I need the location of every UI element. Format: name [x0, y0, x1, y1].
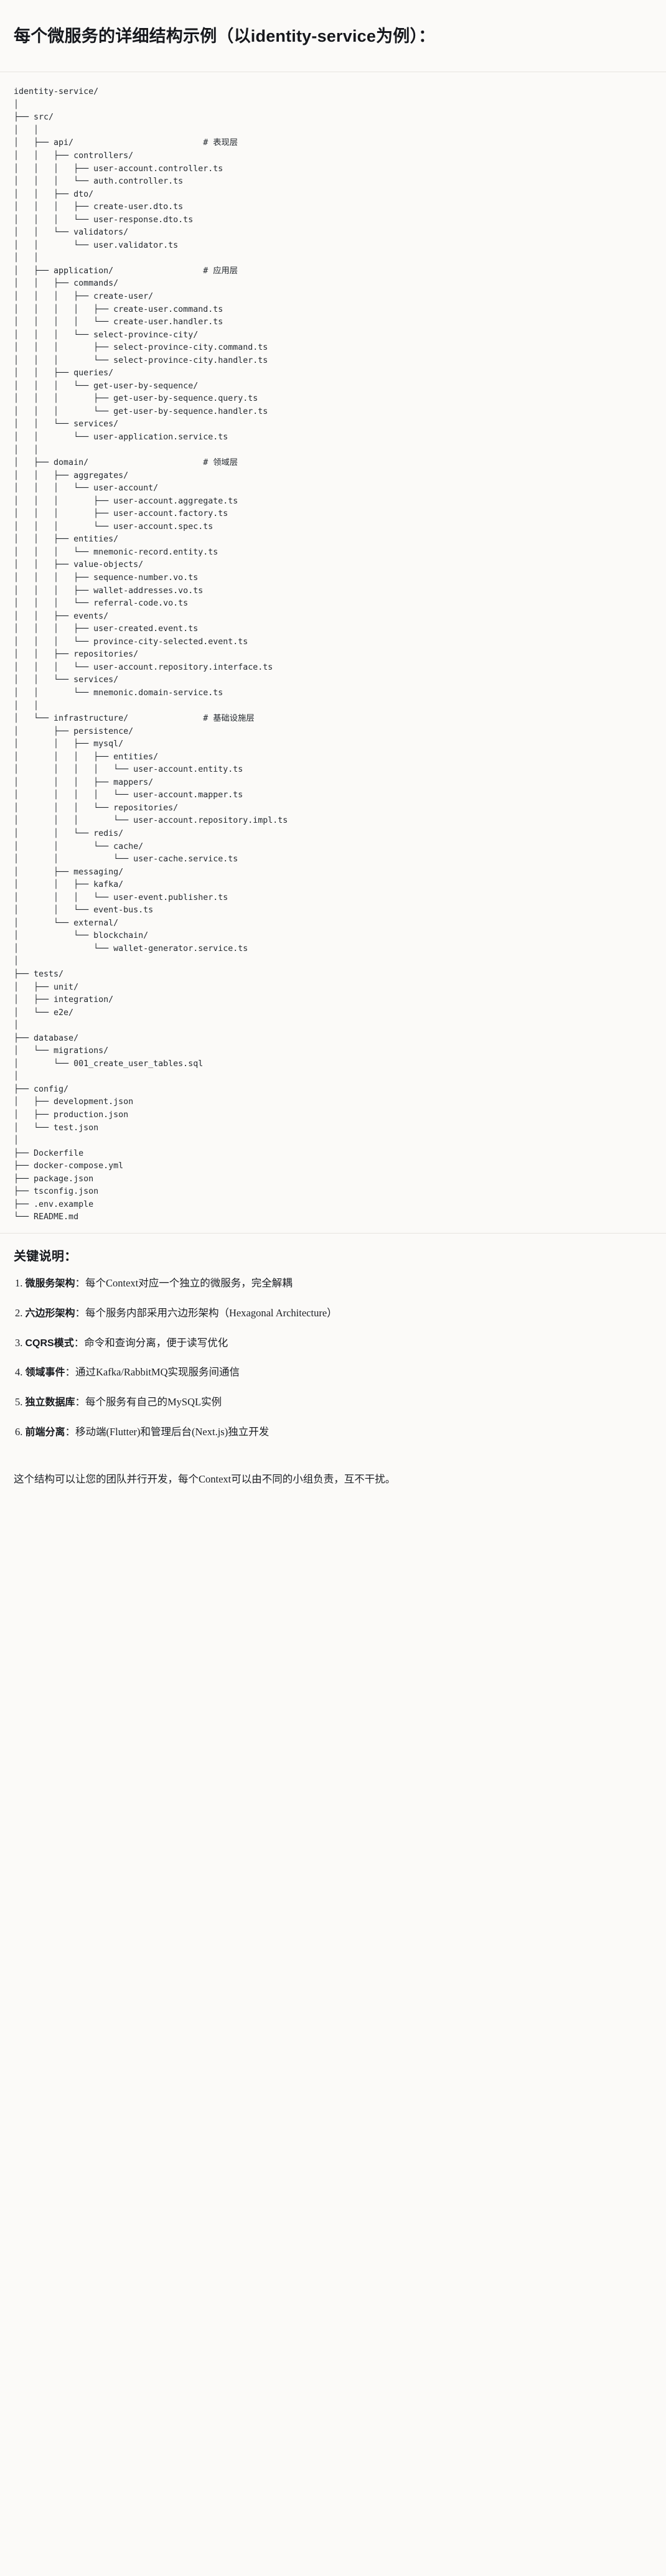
note-separator: ： [75, 1306, 86, 1319]
note-term: 领域事件 [25, 1367, 65, 1379]
note-description: 每个服务内部采用六边形架构（Hexagonal Architecture） [85, 1306, 337, 1319]
note-separator: ： [65, 1425, 76, 1438]
note-separator: ： [65, 1366, 76, 1379]
note-separator: ： [75, 1276, 86, 1289]
key-notes-list: 微服务架构：每个Context对应一个独立的微服务，完全解耦 六边形架构：每个服… [14, 1275, 652, 1441]
list-item: 独立数据库：每个服务有自己的MySQL实例 [15, 1394, 652, 1411]
notes-divider [0, 1232, 666, 1234]
directory-tree-block: identity-service/ │ ├── src/ │ │ │ ├── a… [0, 72, 666, 1233]
note-term: 六边形架构 [25, 1308, 75, 1319]
closing-paragraph: 这个结构可以让您的团队并行开发，每个Context可以由不同的小组负责，互不干扰… [14, 1473, 396, 1486]
list-item: 前端分离：移动端(Flutter)和管理后台(Next.js)独立开发 [15, 1424, 652, 1441]
list-item: CQRS模式：命令和查询分离，便于读写优化 [15, 1335, 652, 1352]
note-description: 移动端(Flutter)和管理后台(Next.js)独立开发 [75, 1425, 270, 1438]
directory-tree: identity-service/ │ ├── src/ │ │ │ ├── a… [14, 87, 288, 1222]
note-description: 每个Context对应一个独立的微服务，完全解耦 [85, 1276, 293, 1289]
list-item: 微服务架构：每个Context对应一个独立的微服务，完全解耦 [15, 1275, 652, 1292]
document-page: 每个微服务的详细结构示例（以identity-service为例）： ident… [0, 14, 666, 2576]
key-notes-section: 关键说明： 微服务架构：每个Context对应一个独立的微服务，完全解耦 六边形… [0, 1234, 666, 1458]
note-term: CQRS模式 [25, 1337, 74, 1349]
note-term: 前端分离 [25, 1426, 65, 1438]
note-description: 每个服务有自己的MySQL实例 [85, 1396, 222, 1408]
note-separator: ： [73, 1336, 85, 1349]
note-term: 独立数据库 [25, 1397, 75, 1408]
note-separator: ： [75, 1396, 86, 1408]
list-item: 六边形架构：每个服务内部采用六边形架构（Hexagonal Architectu… [15, 1305, 652, 1322]
key-notes-title: 关键说明： [14, 1249, 77, 1263]
page-title: 每个微服务的详细结构示例（以identity-service为例）： [14, 27, 436, 46]
list-item: 领域事件：通过Kafka/RabbitMQ实现服务间通信 [15, 1364, 652, 1381]
note-description: 命令和查询分离，便于读写优化 [84, 1336, 228, 1349]
note-term: 微服务架构 [25, 1278, 75, 1289]
note-description: 通过Kafka/RabbitMQ实现服务间通信 [75, 1366, 240, 1379]
